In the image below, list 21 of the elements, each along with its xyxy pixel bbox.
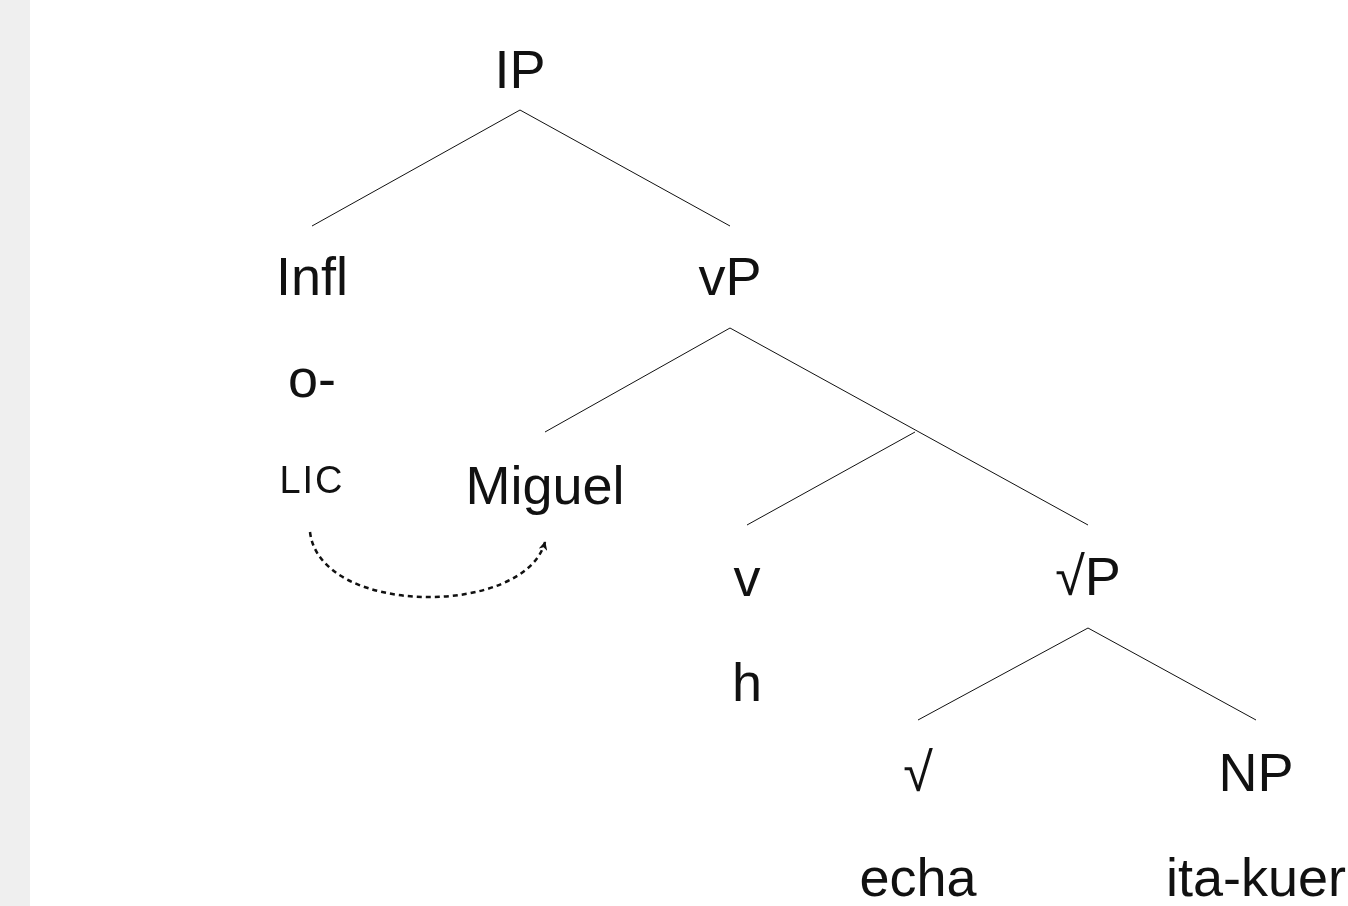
category-label: IP [494, 40, 546, 100]
morpheme-label: LIC [279, 460, 345, 502]
tree-branch [1087, 627, 1257, 721]
dashed-arrow [308, 531, 547, 599]
morpheme-label: h [731, 652, 762, 713]
tree-branch [917, 627, 1089, 721]
tree-branch [311, 109, 521, 227]
morpheme-label: o- [288, 349, 336, 409]
category-label: √P [1055, 546, 1121, 607]
category-label: NP [1218, 742, 1294, 803]
category-label: √ [903, 742, 933, 803]
tree-branch [729, 327, 1089, 526]
tree-branch [519, 109, 731, 227]
category-label: v [733, 547, 761, 608]
tree-branch [544, 327, 731, 433]
category-label: Miguel [465, 456, 625, 516]
morpheme-label: ita-kuer [1165, 847, 1347, 906]
category-label: vP [698, 247, 762, 307]
morpheme-label: echa [859, 847, 977, 906]
tree-branch [746, 431, 916, 526]
category-label: Infl [275, 247, 348, 307]
